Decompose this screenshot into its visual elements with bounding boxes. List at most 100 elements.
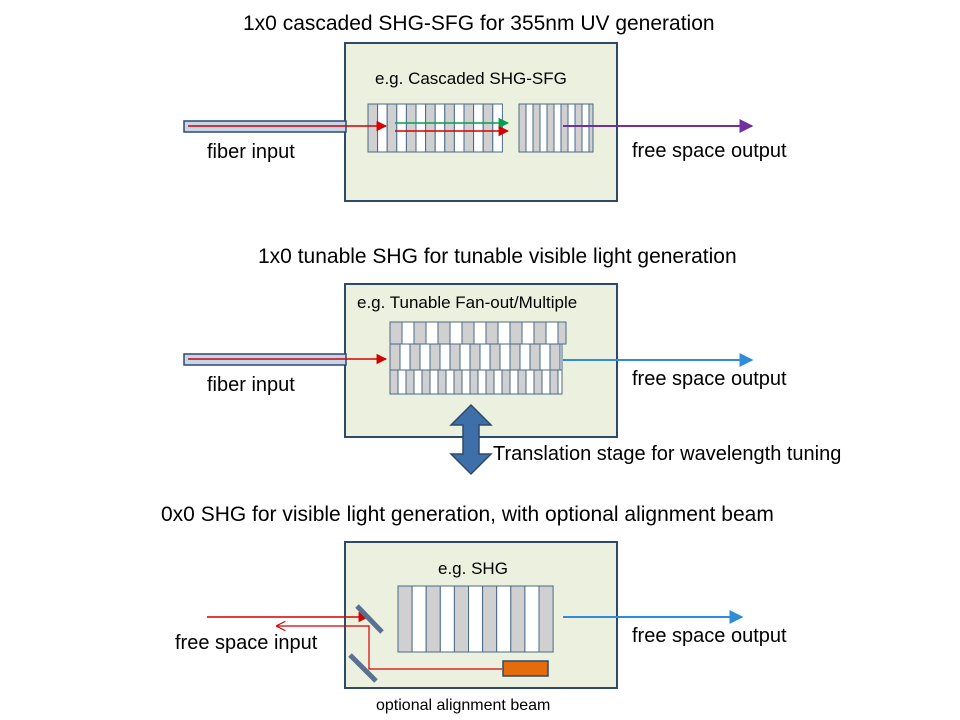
crystal-domain	[429, 343, 441, 371]
translation-stage-label: Translation stage for wavelength tuning	[493, 443, 842, 465]
section-2-title: 1x0 tunable SHG for tunable visible ligh…	[258, 245, 737, 268]
section-1-output-label: free space output	[632, 140, 787, 162]
crystal-domain	[510, 585, 526, 653]
crystal-domain	[501, 369, 511, 395]
crystal-domain	[509, 343, 521, 371]
crystal-domain	[469, 343, 481, 371]
crystal-domain	[473, 321, 487, 345]
section-3-output-label: free space output	[632, 625, 787, 647]
section-1-title: 1x0 cascaded SHG-SFG for 355nm UV genera…	[243, 12, 715, 35]
shg-crystal	[367, 103, 503, 153]
crystal-domain	[413, 321, 427, 345]
crystal-domain	[439, 585, 455, 653]
crystal-domain	[521, 321, 535, 345]
crystal-domain	[437, 369, 447, 395]
crystal-domain	[518, 103, 527, 153]
section-1-box-label: e.g. Cascaded SHG-SFG	[375, 69, 567, 88]
crystal-domain	[396, 103, 407, 153]
crystal-domain	[533, 369, 543, 395]
crystal-domain	[469, 369, 479, 395]
section-1-input-label: fiber input	[207, 141, 295, 163]
section-2-input-label: fiber input	[207, 374, 295, 396]
crystal-domain	[377, 103, 388, 153]
section-1-cascaded-shg-sfg	[183, 42, 754, 202]
crystal-domain	[479, 343, 491, 371]
crystal-domain	[389, 343, 401, 371]
fan-out-crystal	[389, 321, 567, 395]
crystal-domain	[463, 103, 475, 153]
crystal-domain	[567, 103, 576, 153]
crystal-domain	[453, 585, 469, 653]
crystal-domain	[559, 343, 563, 371]
sfg-crystal	[518, 103, 594, 153]
crystal-domain	[386, 103, 398, 153]
section-3-free-space-shg	[207, 541, 744, 689]
crystal-domain	[367, 103, 379, 153]
shg-crystal-3	[397, 585, 554, 653]
crystal-domain	[461, 321, 475, 345]
crystal-domain	[509, 369, 519, 395]
crystal-domain	[581, 103, 590, 153]
crystal-domain	[397, 585, 413, 653]
crystal-domain	[588, 103, 594, 153]
crystal-domain	[411, 585, 427, 653]
section-3-title: 0x0 SHG for visible light generation, wi…	[161, 503, 774, 526]
crystal-domain	[497, 321, 511, 345]
crystal-domain	[509, 321, 523, 345]
crystal-domain	[549, 369, 559, 395]
crystal-domain	[529, 343, 541, 371]
section-2-tunable-shg	[183, 283, 754, 476]
crystal-domain	[409, 343, 421, 371]
crystal-domain	[485, 321, 499, 345]
crystal-domain	[434, 103, 446, 153]
crystal-domain	[485, 369, 495, 395]
crystal-domain	[541, 369, 551, 395]
section-3-input-label: free space input	[175, 632, 318, 654]
crystal-domain	[389, 321, 403, 345]
crystal-domain	[546, 103, 555, 153]
crystal-domain	[399, 343, 411, 371]
crystal-domain	[425, 103, 436, 153]
crystal-domain	[415, 103, 427, 153]
crystal-domain	[549, 343, 561, 371]
section-2-output-label: free space output	[632, 368, 787, 390]
crystal-domain	[532, 103, 541, 153]
alignment-beam-label: optional alignment beam	[376, 697, 551, 714]
crystal-domain	[493, 369, 503, 395]
crystal-domain	[525, 103, 534, 153]
crystal-domain	[525, 369, 535, 395]
alignment-beam-path	[277, 626, 502, 670]
crystal-domain	[461, 369, 471, 395]
crystal-domain	[405, 103, 417, 153]
crystal-domain	[449, 321, 463, 345]
crystal-domain	[405, 369, 415, 395]
crystal-domain	[539, 103, 548, 153]
crystal-domain	[445, 369, 455, 395]
translation-stage-arrow	[449, 403, 493, 476]
crystal-domain	[560, 103, 569, 153]
crystal-domain	[397, 369, 407, 395]
crystal-domain	[389, 369, 399, 395]
crystal-domain	[496, 585, 512, 653]
crystal-domain	[425, 321, 439, 345]
crystal-domain	[489, 343, 501, 371]
crystal-domain	[473, 103, 484, 153]
crystal-domain	[453, 103, 465, 153]
crystal-domain	[545, 321, 559, 345]
crystal-domain	[553, 103, 562, 153]
crystal-domain	[557, 321, 567, 345]
alignment-laser	[502, 660, 549, 677]
crystal-domain	[413, 369, 423, 395]
mirror-lower	[348, 653, 378, 683]
crystal-domain	[519, 343, 531, 371]
crystal-domain	[425, 585, 441, 653]
crystal-domain	[453, 369, 463, 395]
crystal-domain	[492, 103, 503, 153]
section-2-box-label: e.g. Tunable Fan-out/Multiple	[357, 293, 578, 312]
crystal-domain	[499, 343, 511, 371]
crystal-domain	[449, 343, 461, 371]
crystal-domain	[517, 369, 527, 395]
crystal-domain	[574, 103, 583, 153]
crystal-domain	[468, 585, 484, 653]
